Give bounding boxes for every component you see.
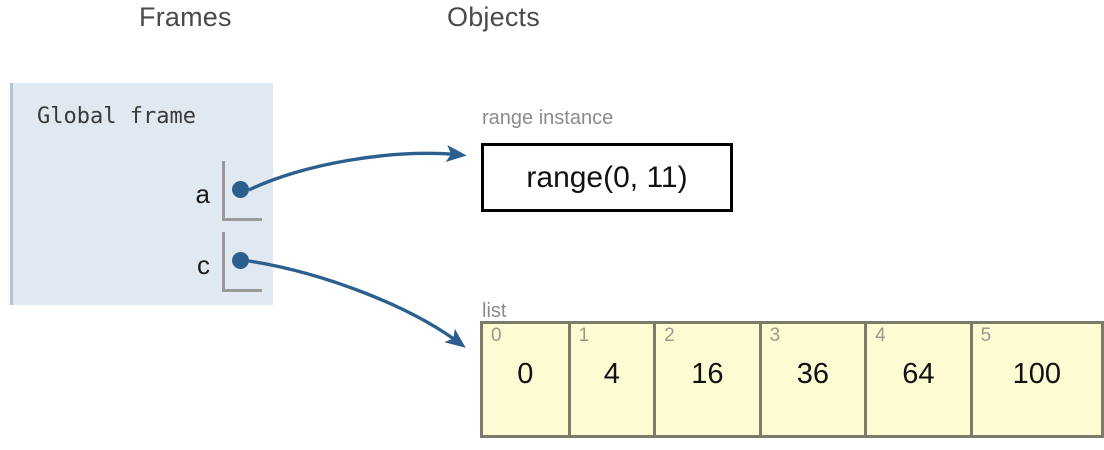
pointer-dot-a [232,181,249,198]
pointer-dot-c [232,252,249,269]
list-cell-value: 16 [691,358,724,390]
frames-column-heading: Frames [139,2,232,32]
list-cell-value: 36 [796,358,830,390]
variable-name-a: a [195,179,210,209]
list-cell-value: 64 [902,358,935,390]
pointer-arrow-c [248,259,466,348]
list-cell: 5 100 [969,321,1104,438]
variable-bracket-a [222,161,262,221]
objects-column-heading: Objects [447,2,540,32]
list-cell-value: 4 [603,358,620,390]
variable-bracket-c [222,232,262,292]
list-cell-value: 100 [1012,358,1061,390]
list-cell: 4 64 [864,321,973,438]
pointer-arrow-a [248,145,467,192]
range-instance-label: range instance [482,107,614,129]
global-frame-box: Global frame [10,83,273,305]
variable-name-c: c [197,250,210,280]
list-cell-index: 3 [769,325,781,346]
list-cell-index: 5 [980,325,992,346]
list-cell-index: 1 [578,325,590,346]
list-cell-index: 4 [875,325,886,346]
list-label: list [482,300,507,322]
list-cell: 3 36 [758,321,868,438]
range-instance-value: range(0, 11) [526,160,688,194]
global-frame-title: Global frame [37,104,196,129]
list-cell-index: 2 [664,325,675,346]
list-cell-value: 0 [517,358,534,390]
list-cell: 2 16 [653,321,762,438]
list-cell-index: 0 [491,325,502,346]
range-instance-box: range(0, 11) [481,143,733,212]
